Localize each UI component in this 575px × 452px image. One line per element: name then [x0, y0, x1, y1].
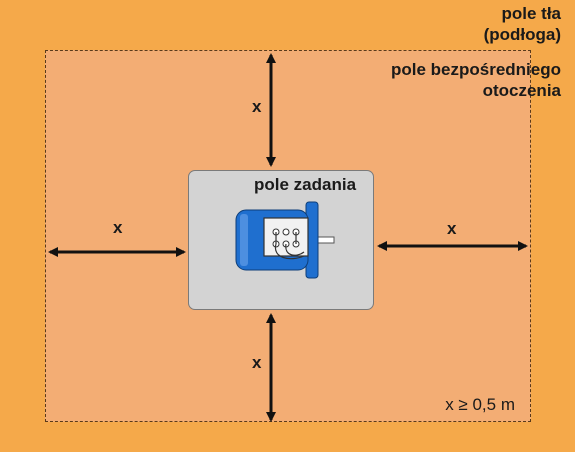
top-distance-label: x	[252, 97, 262, 116]
task-zone-label: pole zadania	[254, 175, 357, 194]
left-distance-label: x	[113, 218, 123, 237]
right-distance-label: x	[447, 219, 457, 238]
background-zone-label: pole tła (podłoga)	[484, 3, 561, 45]
distance-rule: x ≥ 0,5 m	[445, 395, 515, 414]
surrounding-zone-label: pole bezpośredniego otoczenia	[391, 59, 561, 101]
bottom-distance-label: x	[252, 353, 262, 372]
surrounding-zone-label-line1: pole bezpośredniego	[390, 60, 561, 79]
electric-motor-icon	[235, 201, 335, 279]
surrounding-zone-label-line2: otoczenia	[482, 81, 561, 100]
background-zone-label-line1: pole tła	[501, 4, 561, 23]
background-zone-label-line2: (podłoga)	[483, 25, 561, 44]
